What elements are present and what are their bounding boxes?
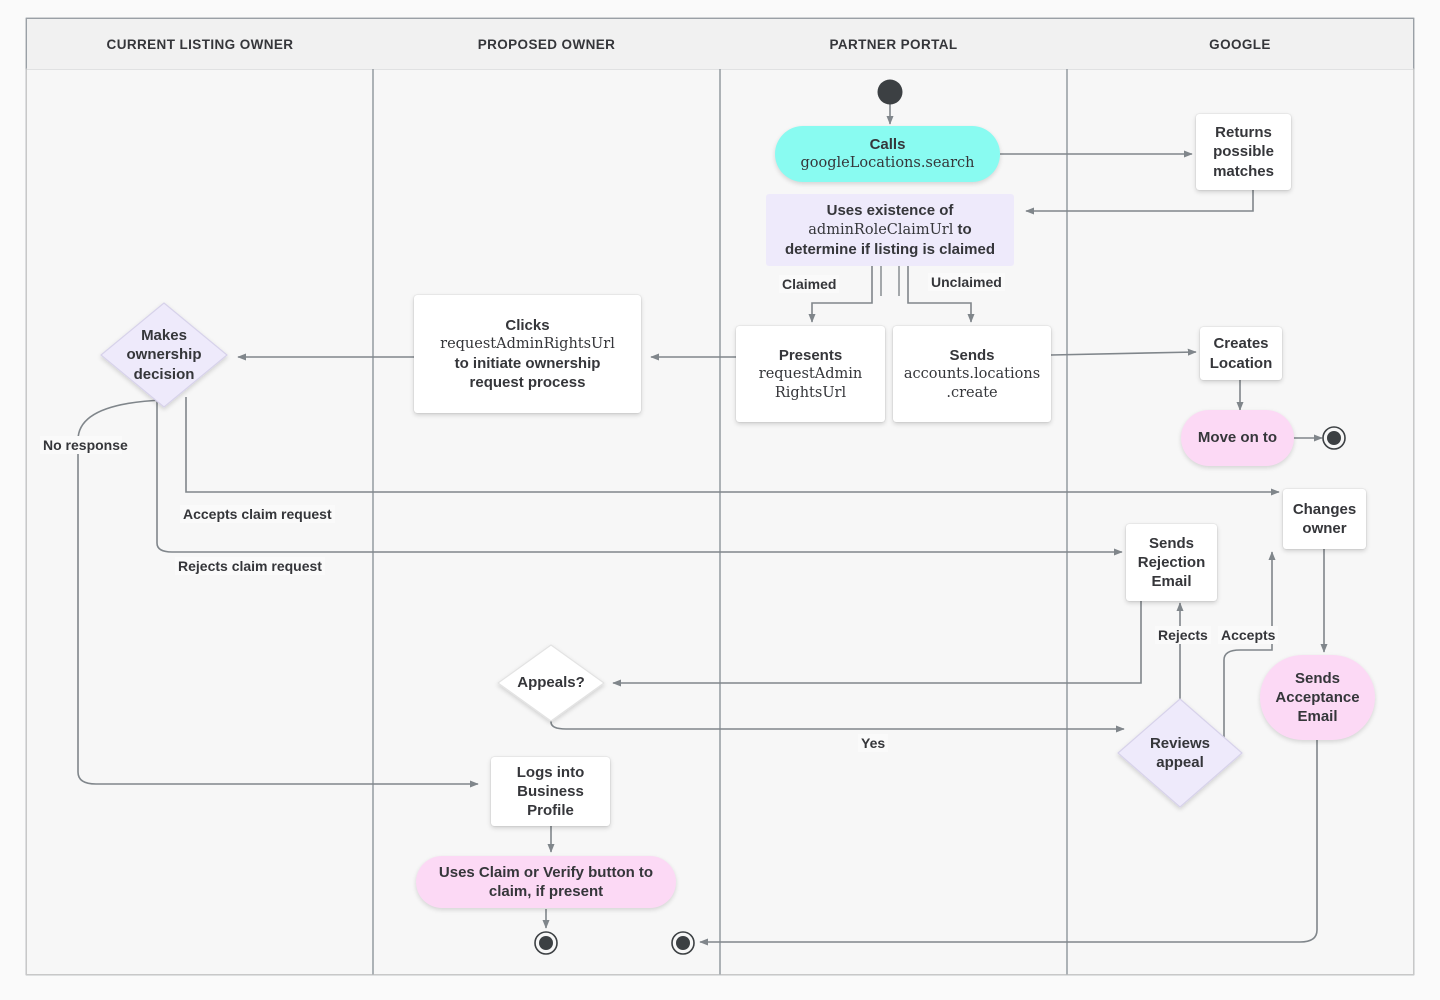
lane-header-partner-portal: PARTNER PORTAL: [720, 19, 1067, 69]
node-line-1: Clicks: [505, 316, 550, 334]
decision-makes-ownership-decision: [100, 302, 228, 408]
edge-label-unclaimed: Unclaimed: [928, 273, 1005, 292]
node-presents-request-admin-rights-url: Presents requestAdmin RightsUrl: [736, 326, 885, 422]
lane-header-proposed-owner: PROPOSED OWNER: [373, 19, 720, 69]
decision-appeals: [497, 644, 605, 722]
node-line-3: RightsUrl: [774, 384, 847, 401]
node-sends-accounts-locations-create: Sends accounts.locations .create: [893, 326, 1051, 422]
node-calls-google-locations-search: Calls googleLocations.search: [775, 126, 1000, 182]
node-uses-existence-of-admin-role-claim-url: Uses existence of adminRoleClaimUrl to d…: [766, 194, 1014, 266]
end-node-partner-portal: [671, 931, 695, 955]
node-line-2: googleLocations.search: [800, 155, 975, 172]
node-line-2: requestAdminRightsUrl: [440, 336, 615, 353]
node-line-3: determine if listing is claimed: [784, 240, 996, 258]
edge-label-accepts-claim-request: Accepts claim request: [180, 505, 335, 524]
edge-label-no-response: No response: [40, 436, 128, 455]
node-line-4: request process: [469, 373, 586, 391]
node-line-1: Calls: [869, 136, 906, 154]
node-sends-acceptance-email: Sends Acceptance Email: [1260, 655, 1375, 740]
edge-label-rejects: Rejects: [1155, 626, 1211, 645]
lane-header-google: GOOGLE: [1067, 19, 1413, 69]
node-line-1: Sends: [949, 346, 995, 364]
node-line-1: Presents: [778, 346, 843, 364]
end-node-proposed-owner: [534, 931, 558, 955]
node-logs-into-business-profile: Logs into Business Profile: [491, 757, 610, 826]
decision-reviews-appeal: [1117, 698, 1243, 808]
node-line-3: .create: [946, 384, 998, 401]
lane-header-current-listing-owner: CURRENT LISTING OWNER: [27, 19, 373, 69]
node-line-1: Uses existence of: [826, 202, 954, 220]
node-line-2: adminRoleClaimUrl to: [808, 221, 972, 239]
node-line-3: to initiate ownership: [454, 354, 601, 372]
node-returns-possible-matches: Returns possible matches: [1196, 114, 1291, 190]
node-sends-rejection-email: Sends Rejection Email: [1126, 524, 1217, 601]
node-line-2: requestAdmin: [758, 366, 863, 383]
edge-label-claimed: Claimed: [779, 275, 840, 294]
edge-label-rejects-claim-request: Rejects claim request: [175, 557, 325, 576]
node-changes-owner: Changes owner: [1283, 489, 1366, 549]
node-move-on-to: Move on to: [1181, 410, 1294, 466]
end-node-google: [1322, 426, 1346, 450]
node-uses-claim-or-verify-button: Uses Claim or Verify button to claim, if…: [416, 856, 676, 908]
edge-label-yes: Yes: [858, 734, 889, 753]
decision-label-reviews-appeal: Reviews appeal: [1149, 734, 1211, 771]
node-creates-location: Creates Location: [1200, 327, 1282, 380]
edge-label-accepts: Accepts: [1218, 626, 1279, 645]
decision-label-appeals: Appeals?: [517, 674, 585, 692]
start-node-partner-portal: [877, 79, 903, 105]
decision-label-makes-ownership-decision: Makes ownership decision: [126, 327, 202, 383]
node-clicks-request-admin-rights-url: Clicks requestAdminRightsUrl to initiate…: [414, 295, 641, 413]
node-line-2: accounts.locations: [903, 366, 1041, 383]
